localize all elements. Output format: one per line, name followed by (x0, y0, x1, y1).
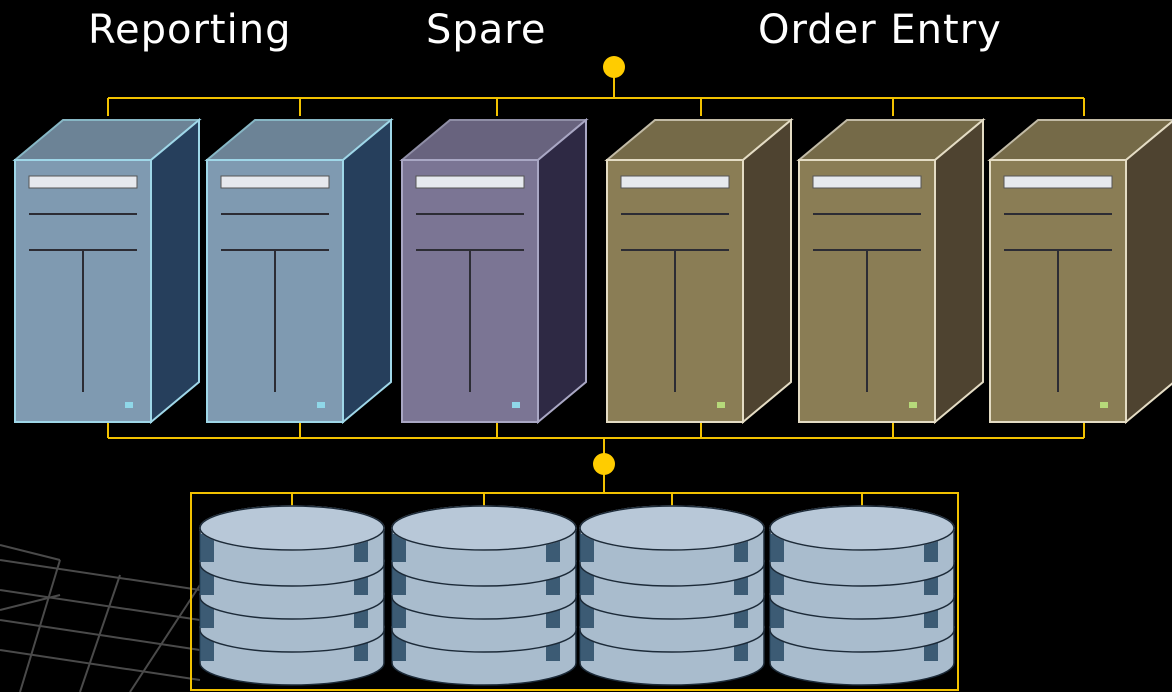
storage-hub-dot (593, 453, 615, 475)
server-reporting (12, 117, 202, 425)
group-label-reporting: Reporting (88, 7, 292, 53)
disk-4 (769, 505, 955, 686)
status-led (717, 402, 725, 408)
server-order-entry (604, 117, 794, 425)
disk-1 (199, 505, 385, 686)
status-led (512, 402, 520, 408)
disk-3 (579, 505, 765, 686)
floor-grid (0, 544, 201, 692)
server-reporting (204, 117, 394, 425)
top-hub-dot (603, 56, 625, 78)
status-led (909, 402, 917, 408)
status-led (125, 402, 133, 408)
status-led (1100, 402, 1108, 408)
server-rack (12, 117, 1172, 425)
disk-array (199, 505, 955, 686)
server-spare (399, 117, 589, 425)
disk-2 (391, 505, 577, 686)
server-connector-top (107, 68, 1085, 116)
server-order-entry (796, 117, 986, 425)
group-label-spare: Spare (426, 7, 547, 53)
server-order-entry (987, 119, 1172, 425)
status-led (317, 402, 325, 408)
group-label-order-entry: Order Entry (758, 7, 1002, 53)
storage-enclosure (190, 492, 959, 691)
